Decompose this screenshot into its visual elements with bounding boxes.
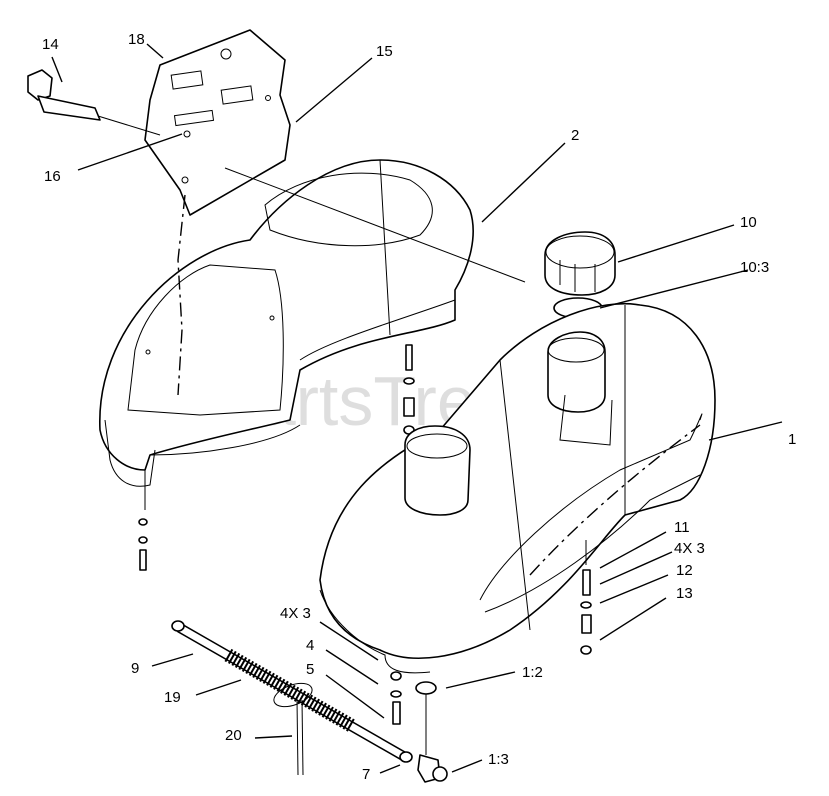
callout-4: 4 <box>306 637 314 654</box>
callout-16: 16 <box>44 168 61 185</box>
callout-4x3-right: 4X 3 <box>674 540 705 557</box>
fender-body-part-2[interactable] <box>99 159 474 487</box>
hardware-stack-tank-left[interactable] <box>390 671 402 725</box>
hardware-stack-left[interactable] <box>138 470 148 571</box>
callout-19: 19 <box>164 689 181 706</box>
callout-20: 20 <box>225 727 242 744</box>
callout-1: 1 <box>788 431 796 448</box>
callout-13: 13 <box>676 585 693 602</box>
callout-4x3-left: 4X 3 <box>280 605 311 622</box>
bracket-part-15[interactable] <box>144 29 291 216</box>
callout-5: 5 <box>306 661 314 678</box>
callout-10: 10 <box>740 214 757 231</box>
fuel-line-part-9[interactable] <box>175 623 410 762</box>
fuel-tank-part-1[interactable] <box>319 302 716 674</box>
callout-15: 15 <box>376 43 393 60</box>
callout-11: 11 <box>674 519 690 536</box>
cable-tie-part-20[interactable] <box>271 679 315 776</box>
gas-cap-part-10[interactable] <box>544 231 616 296</box>
callout-2: 2 <box>571 127 579 144</box>
callout-18: 18 <box>128 31 145 48</box>
hose-clamp-end-a[interactable] <box>171 620 185 632</box>
callout-9: 9 <box>131 660 139 677</box>
callout-1-2: 1:2 <box>522 664 543 681</box>
switch-knob-part-14[interactable] <box>27 69 161 136</box>
callout-1-3: 1:3 <box>488 751 509 768</box>
callout-7: 7 <box>362 766 370 783</box>
hidden-centerline <box>177 194 186 396</box>
hose-clamp-part-7[interactable] <box>399 751 413 763</box>
grommet-part-1-2[interactable] <box>415 681 437 755</box>
callout-10-3: 10:3 <box>740 259 769 276</box>
linkage-rod[interactable] <box>224 167 526 283</box>
callout-12: 12 <box>676 562 693 579</box>
fuel-valve-part-1-3[interactable] <box>417 754 448 783</box>
hardware-stack-right[interactable] <box>580 540 592 655</box>
callout-14: 14 <box>42 36 59 53</box>
callout-leaders <box>51 43 783 774</box>
